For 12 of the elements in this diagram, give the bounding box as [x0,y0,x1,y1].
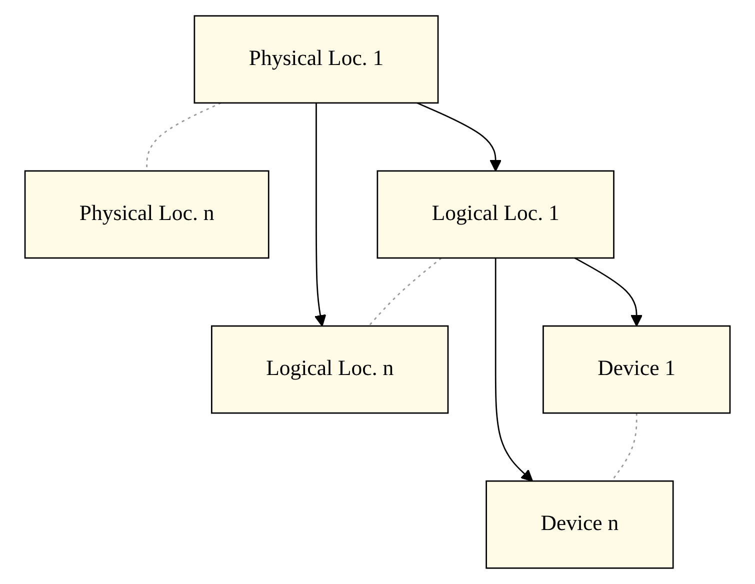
connector [611,413,638,482]
node-box: Physical Loc. 1 [194,15,439,104]
node-box: Physical Loc. n [24,170,270,259]
node-box: Device 1 [542,325,731,414]
node-box: Logical Loc. 1 [376,170,614,259]
arrow [574,257,643,327]
node-box: Device n [486,480,674,569]
arrow [494,258,534,482]
node-box: Logical Loc. n [210,325,449,414]
arrow [416,102,502,172]
arrow [314,102,326,327]
connector [368,257,442,326]
